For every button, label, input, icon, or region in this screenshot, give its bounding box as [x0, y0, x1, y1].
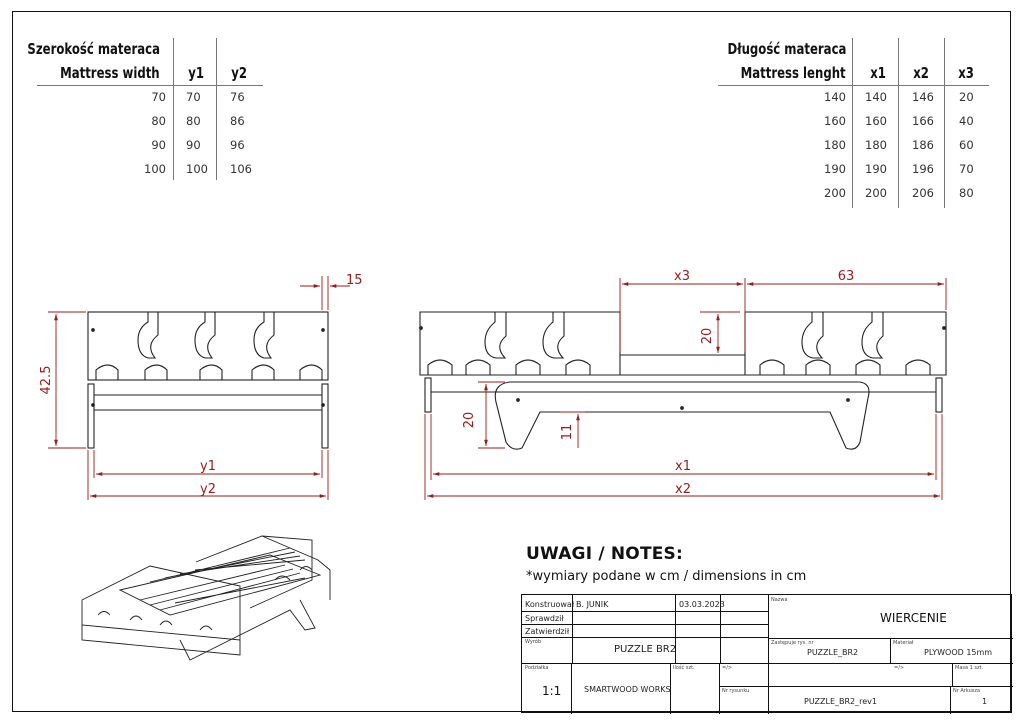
col-y2-header: y2 [231, 64, 247, 82]
dim-gap-height: 20 [700, 328, 715, 345]
company: SMARTWOOD WORKS [584, 685, 671, 694]
length-header-en: Mattress lenght [740, 64, 846, 82]
length-cell-l: 160 [824, 114, 846, 128]
nazwa-label: Nazwa [771, 597, 788, 603]
width-cell-w: 100 [144, 162, 166, 176]
podzialka-label: Podziałka [525, 665, 549, 671]
zastepuje-label: Zastępuje rys. nr [771, 640, 814, 646]
width-header-pl: Szerokość materaca [27, 40, 160, 58]
material-value: PLYWOOD 15mm [924, 648, 993, 657]
zatwierdzil-label: Zatwierdził [525, 627, 570, 636]
date: 03.03.2023 [679, 600, 725, 609]
nr-arkusza-label: Nr Arkusza [953, 688, 981, 694]
mattress-length-table: Długość materaca Mattress lenght x1 x2 x… [0, 0, 1024, 220]
width-cell-w: 90 [151, 138, 166, 152]
length-header-pl: Długość materaca [727, 40, 846, 58]
dim-x1: x1 [675, 459, 691, 474]
width-cell-w: 70 [151, 90, 166, 104]
length-cell-x1: 200 [865, 186, 887, 200]
dim-y1: y1 [200, 459, 216, 474]
length-cell-l: 180 [824, 138, 846, 152]
notes-title: UWAGI / NOTES: [526, 544, 684, 564]
nr-arkusza-value: 1 [982, 697, 988, 706]
length-cell-x2: 196 [912, 162, 934, 176]
arrow-label-2: =/> [894, 665, 905, 671]
length-cell-x1: 160 [865, 114, 887, 128]
dim-x2: x2 [675, 482, 691, 497]
width-cell-y2: 86 [230, 114, 245, 128]
length-cell-x1: 140 [865, 90, 887, 104]
length-cell-x1: 190 [865, 162, 887, 176]
mattress-width-table: Szerokość materaca Mattress width y1 y2 … [0, 0, 300, 200]
width-cell-y1: 70 [186, 90, 201, 104]
drawing-frame [12, 11, 1011, 712]
length-cell-x2: 146 [912, 90, 934, 104]
dim-height: 42.5 [39, 366, 54, 395]
material-label: Materiał [893, 640, 914, 646]
sprawdzil-label: Sprawdził [525, 614, 564, 623]
konstruowal-value: B. JUNIK [576, 600, 609, 609]
length-cell-l: 200 [824, 186, 846, 200]
dim-thickness: 15 [346, 273, 363, 288]
dim-leg-offset: 11 [560, 424, 575, 441]
isometric-bed-view [81, 535, 331, 661]
col-x2-header: x2 [913, 64, 929, 82]
length-cell-l: 190 [824, 162, 846, 176]
col-y1-header: y1 [188, 64, 204, 82]
width-cell-y2: 96 [230, 138, 245, 152]
length-cell-x1: 180 [865, 138, 887, 152]
width-header-en: Mattress width [60, 64, 160, 82]
end-view [87, 311, 329, 449]
konstruowal-label: Konstruował [525, 600, 575, 609]
length-cell-x3: 20 [959, 90, 974, 104]
arrow-label-1: =/> [722, 665, 733, 671]
wyrob-label: Wyrób [525, 639, 541, 645]
notes-text: *wymiary podane w cm / dimensions in cm [526, 569, 807, 584]
dim-y2: y2 [200, 482, 216, 497]
side-view-dimensions [424, 278, 947, 500]
col-x3-header: x3 [958, 64, 974, 82]
dim-x3: x3 [674, 269, 690, 284]
width-cell-y2: 76 [230, 90, 245, 104]
wyrob-value: PUZZLE BR2 [614, 644, 677, 655]
dim-end-width: 63 [838, 269, 855, 284]
width-cell-y1: 100 [186, 162, 208, 176]
length-cell-x2: 206 [912, 186, 934, 200]
nazwa-value: WIERCENIE [880, 611, 947, 625]
ilosc-label: Ilość szt. [673, 665, 695, 671]
width-cell-y1: 80 [186, 114, 201, 128]
podzialka-value: 1:1 [542, 684, 562, 698]
length-cell-x3: 40 [959, 114, 974, 128]
length-cell-l: 140 [824, 90, 846, 104]
col-x1-header: x1 [870, 64, 886, 82]
dim-leg-height: 20 [462, 412, 477, 429]
length-cell-x3: 70 [959, 162, 974, 176]
length-cell-x2: 166 [912, 114, 934, 128]
end-view-dimensions [48, 276, 350, 500]
zastepuje-value: PUZZLE_BR2 [807, 648, 859, 657]
width-cell-y2: 106 [230, 162, 252, 176]
length-cell-x2: 186 [912, 138, 934, 152]
width-cell-y1: 90 [186, 138, 201, 152]
masa-label: Masa 1 szt. [955, 665, 984, 671]
title-block: Konstruował B. JUNIK 03.03.2023 Sprawdzi… [521, 594, 1013, 714]
length-cell-x3: 80 [959, 186, 974, 200]
width-cell-w: 80 [151, 114, 166, 128]
nr-rysunku-label: Nr rysunku [722, 688, 750, 694]
nr-rysunku-value: PUZZLE_BR2_rev1 [804, 697, 878, 706]
length-cell-x3: 60 [959, 138, 974, 152]
side-view [419, 311, 947, 450]
